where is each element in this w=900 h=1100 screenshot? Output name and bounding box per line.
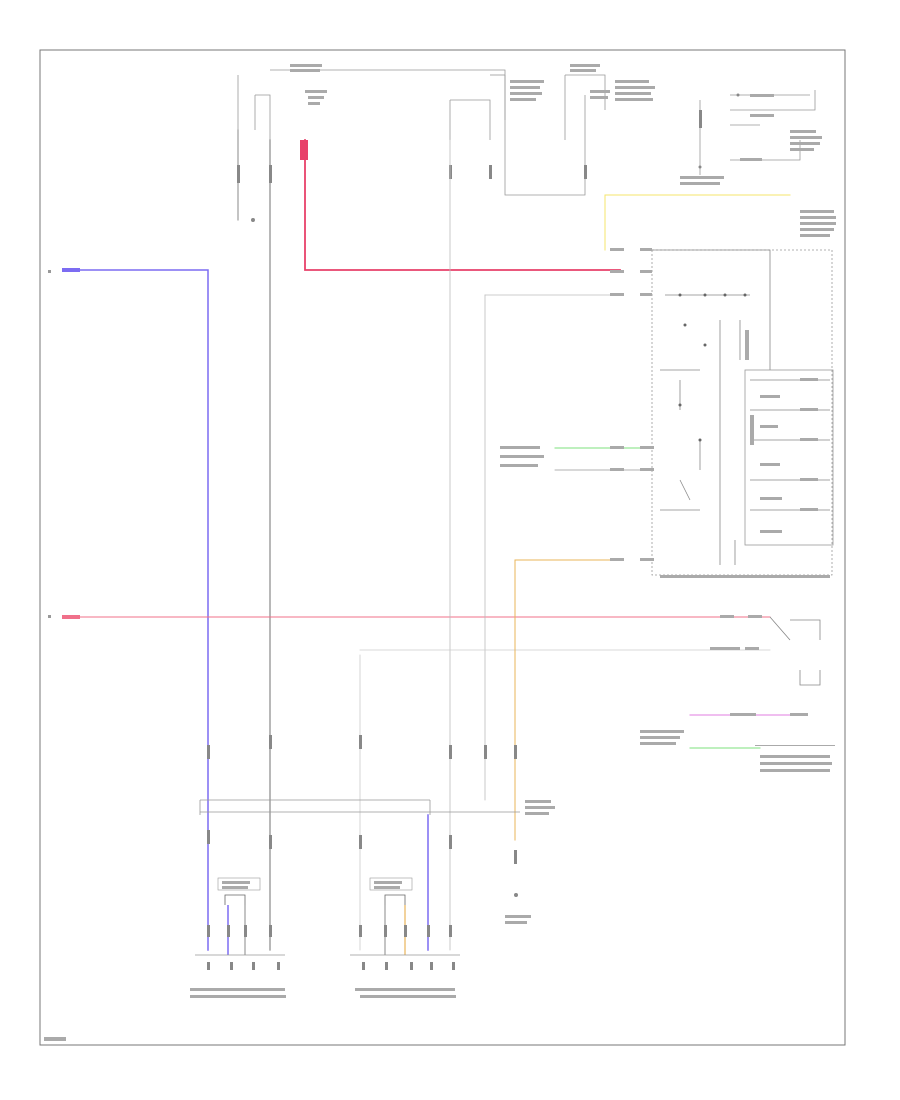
diagram-border: [39, 49, 846, 1046]
left-edge-markers: [48, 270, 51, 618]
yellow-wire: [604, 194, 791, 251]
red-wire-main: [304, 139, 621, 271]
module-inner-line: [652, 249, 771, 370]
lower-connector-marks: [207, 735, 518, 897]
module-dots: [678, 293, 747, 442]
blue-wire-tag: [62, 268, 80, 272]
lower-junction: [199, 799, 520, 815]
right-switch-labels: [640, 615, 835, 772]
meter-inner-box: [744, 369, 834, 546]
orange-wire: [514, 559, 621, 841]
blue-wire-left: [64, 269, 209, 951]
junction-labels: [505, 800, 555, 924]
meter-assembly-box: [651, 249, 833, 576]
lower-middle-module: [350, 877, 460, 998]
sheet-id-mark: [44, 1037, 66, 1041]
connector-marks-top: [237, 93, 740, 222]
right-switch: [769, 616, 821, 686]
module-pin-marks: [207, 925, 455, 970]
module-pin-labels: [500, 248, 654, 561]
module-text-marks: [660, 330, 830, 578]
lower-left-module: [190, 877, 286, 998]
pink-wire-tag: [62, 615, 80, 619]
red-wire-tag: [300, 140, 308, 160]
top-label-marks: [290, 64, 836, 237]
